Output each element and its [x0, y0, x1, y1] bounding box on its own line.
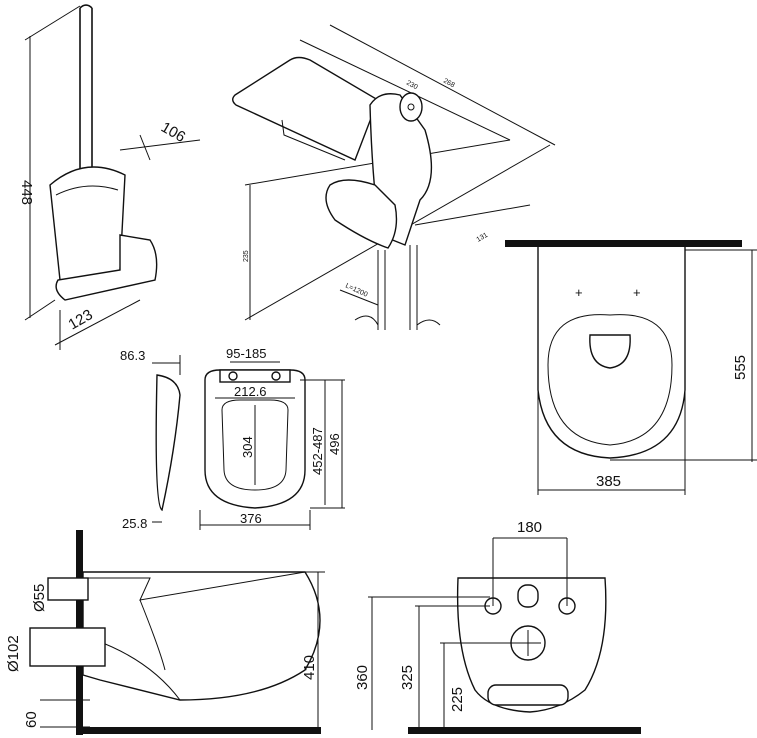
brush-height-label: 448: [18, 180, 35, 205]
bolt-height-label: 360: [354, 665, 371, 690]
seat-side-view: 86.3 25.8: [120, 348, 181, 531]
bowl-top-view: + + 555 385: [505, 240, 757, 495]
brush-width-label: 123: [66, 306, 96, 333]
bowl-height-label: 410: [301, 655, 318, 680]
mount-hole-left: +: [575, 285, 583, 300]
seat-hinge-spacing-label: 95-185: [226, 346, 266, 361]
bidet-inner-length-label: 230: [405, 80, 419, 92]
bowl-side-view: Ø55 Ø102 60 410: [5, 530, 325, 735]
bowl-width-label: 385: [596, 473, 621, 490]
seat-top-view: 95-185 212.6 304 452-487 496 376: [199, 346, 345, 530]
mount-hole-right: +: [633, 285, 641, 300]
outlet-diameter-label: Ø55: [31, 584, 48, 612]
seat-thickness-top-label: 86.3: [120, 348, 145, 363]
bolt-spacing-label: 180: [517, 519, 542, 536]
seat-hinge-to-front-label: 452-487: [310, 427, 325, 475]
bidet-shower-drawing: 230 268 131 235 L=1200: [232, 24, 556, 330]
bidet-total-length-label: 268: [442, 78, 456, 90]
seat-thickness-bottom-label: 25.8: [122, 516, 147, 531]
seat-inner-length-label: 304: [240, 436, 255, 458]
drain-diameter-label: Ø102: [5, 635, 22, 672]
toilet-brush-holder-drawing: 448 106 123: [18, 4, 201, 350]
drain-height-label: 225: [449, 687, 466, 712]
bottom-offset-label: 60: [23, 711, 40, 728]
bidet-depth-label: 131: [476, 232, 490, 244]
inlet-height-label: 325: [399, 665, 416, 690]
seat-total-width-label: 376: [240, 511, 262, 526]
bidet-height-label: 235: [243, 250, 250, 262]
seat-total-length-label: 496: [327, 433, 342, 455]
bowl-rear-view: 180 360 325 225: [354, 519, 641, 734]
seat-inner-width-label: 212.6: [234, 384, 267, 399]
bowl-length-label: 555: [732, 355, 749, 380]
